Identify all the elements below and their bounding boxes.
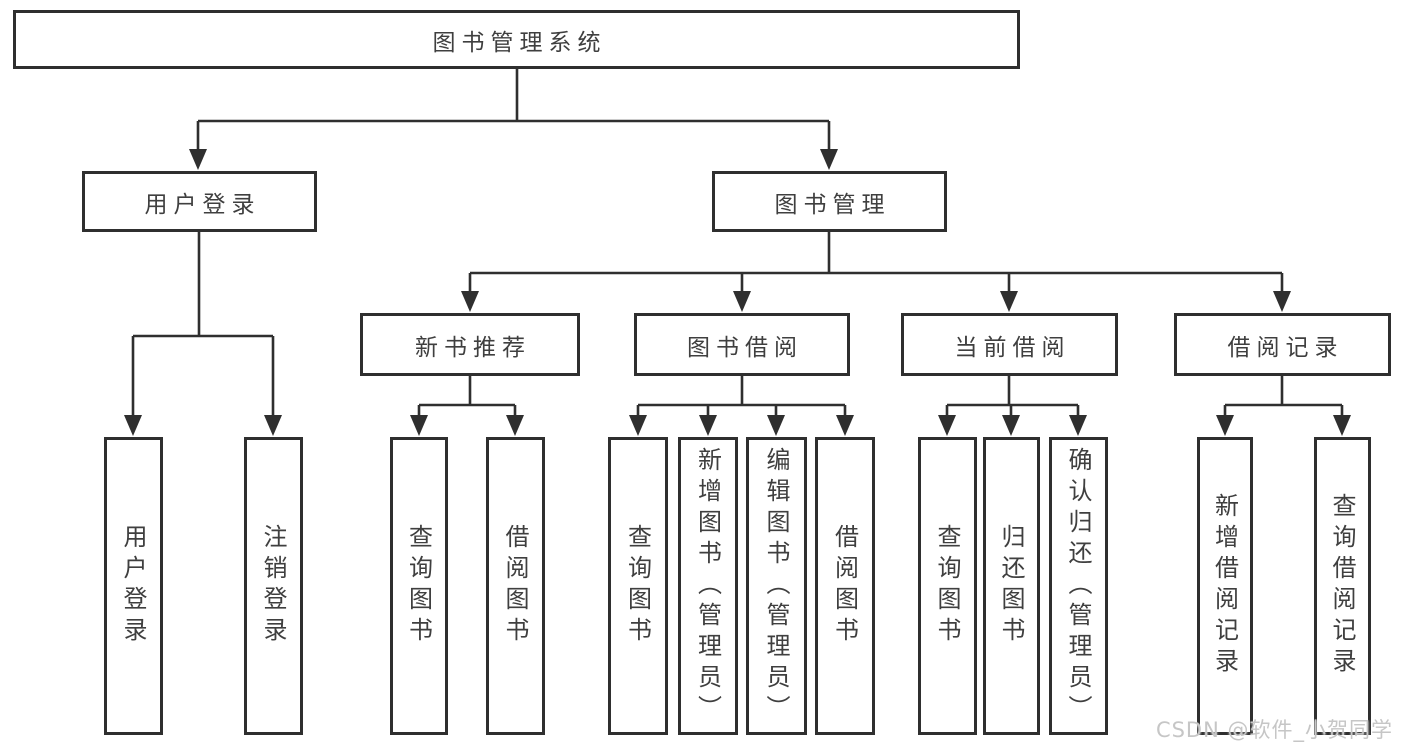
leaf-return-books: 归还图书 [983,437,1040,735]
connector-new-book-children [410,376,524,436]
leaf-logout: 注销登录 [244,437,303,735]
connector-current-borrowing-children [938,376,1087,436]
leaf-add-borrow-record: 新增借阅记录 [1197,437,1253,735]
csdn-watermark: CSDN @软件_小贺同学 [1155,718,1393,742]
leaf-confirm-return-admin: 确认归还（管理员） [1049,437,1108,735]
leaf-borrow-books: 借阅图书 [815,437,875,735]
node-book-management: 图书管理 [712,171,947,232]
leaf-borrow-books-recommend: 借阅图书 [486,437,545,735]
node-borrowing-records: 借阅记录 [1174,313,1391,376]
connector-user-login-children [124,232,282,436]
connector-borrowing-records-children [1216,376,1351,436]
node-book-borrowing: 图书借阅 [634,313,850,376]
node-new-book-recommendation: 新书推荐 [360,313,580,376]
node-user-login: 用户登录 [82,171,317,232]
node-current-borrowing: 当前借阅 [901,313,1118,376]
leaf-query-books-borrowing: 查询图书 [608,437,668,735]
leaf-add-book-admin: 新增图书（管理员） [678,437,738,735]
connector-book-management-children [461,232,1291,312]
connector-book-borrowing-children [629,376,854,436]
node-library-management-system: 图书管理系统 [13,10,1020,69]
leaf-query-books-current: 查询图书 [918,437,977,735]
leaf-user-login: 用户登录 [104,437,163,735]
connector-root-to-level2 [189,69,838,170]
leaf-edit-book-admin: 编辑图书（管理员） [746,437,807,735]
leaf-query-books-recommend: 查询图书 [390,437,448,735]
leaf-query-borrow-record: 查询借阅记录 [1314,437,1371,735]
